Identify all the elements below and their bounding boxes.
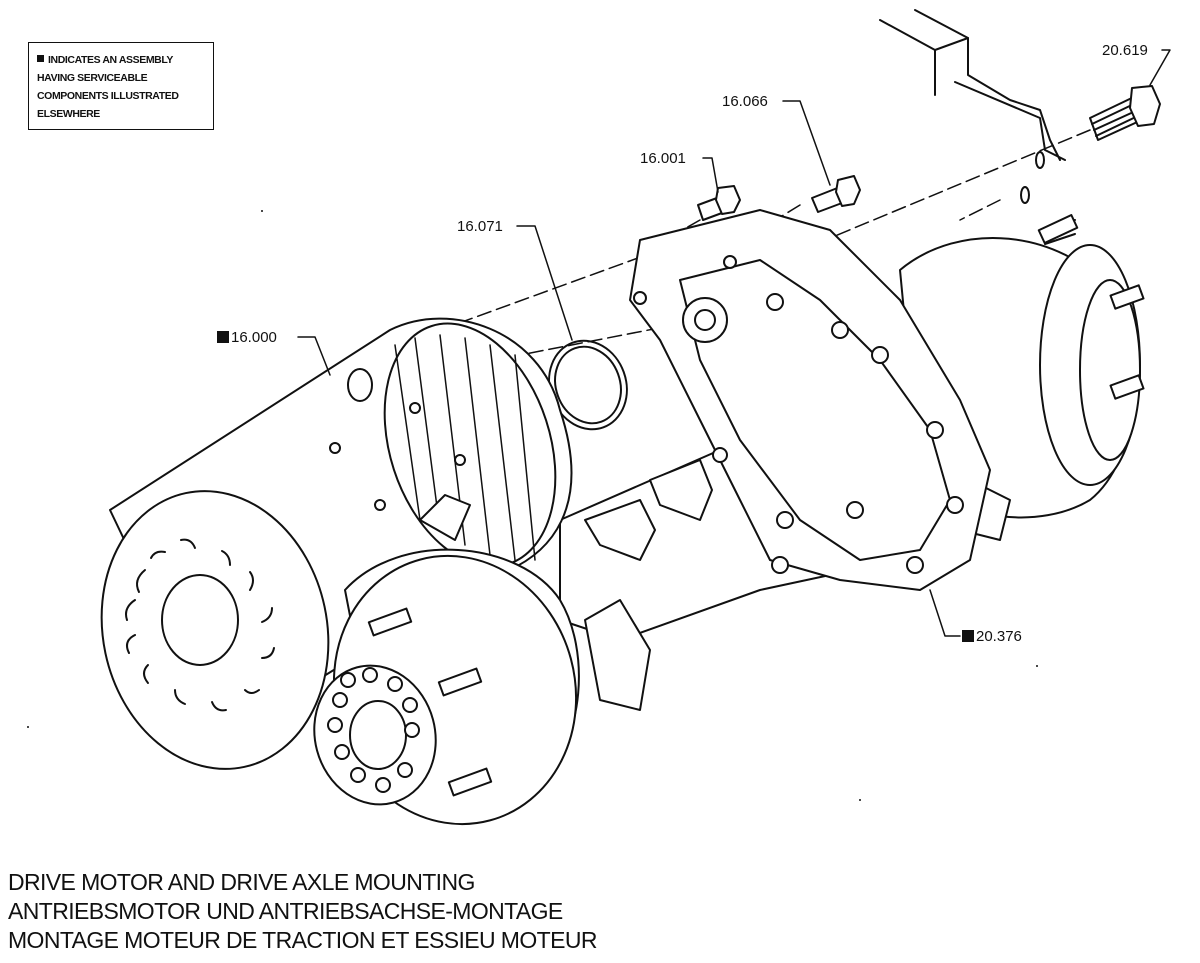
frame-bracket xyxy=(879,9,1066,204)
assembly-marker-icon xyxy=(217,331,229,343)
caption-german: ANTRIEBSMOTOR UND ANTRIEBSACHSE-MONTAGE xyxy=(8,898,563,924)
callout-16-000-label: 16.000 xyxy=(231,329,277,346)
legend-box: INDICATES AN ASSEMBLY HAVING SERVICEABLE… xyxy=(28,42,214,130)
bolt-16-066 xyxy=(811,175,861,213)
bolt-20-619 xyxy=(1089,85,1161,141)
caption-english: DRIVE MOTOR AND DRIVE AXLE MOUNTING xyxy=(8,869,475,895)
callout-16-000: 16.000 xyxy=(217,329,277,346)
callout-20-619: 20.619 xyxy=(1102,42,1148,59)
right-brake-drum xyxy=(899,214,1145,519)
callout-20-376: 20.376 xyxy=(962,628,1022,645)
gearbox-housing xyxy=(629,209,991,591)
legend-description: INDICATES AN ASSEMBLY HAVING SERVICEABLE… xyxy=(37,54,179,120)
left-wheel-hub xyxy=(313,548,651,826)
leader-lines xyxy=(297,49,1171,637)
legend-text: INDICATES AN ASSEMBLY HAVING SERVICEABLE… xyxy=(37,51,207,123)
bolt-16-001 xyxy=(697,185,741,221)
figure-caption: DRIVE MOTOR AND DRIVE AXLE MOUNTING ANTR… xyxy=(8,868,597,955)
callout-16-001: 16.001 xyxy=(640,150,686,167)
assembly-marker-icon xyxy=(962,630,974,642)
drive-motor-16-000 xyxy=(100,317,573,770)
callout-16-071: 16.071 xyxy=(457,218,503,235)
callout-20-376-label: 20.376 xyxy=(976,628,1022,645)
caption-french: MONTAGE MOTEUR DE TRACTION ET ESSIEU MOT… xyxy=(8,927,597,953)
assembly-marker-icon xyxy=(37,55,44,62)
scan-specks xyxy=(27,210,1038,801)
callout-16-066: 16.066 xyxy=(722,93,768,110)
